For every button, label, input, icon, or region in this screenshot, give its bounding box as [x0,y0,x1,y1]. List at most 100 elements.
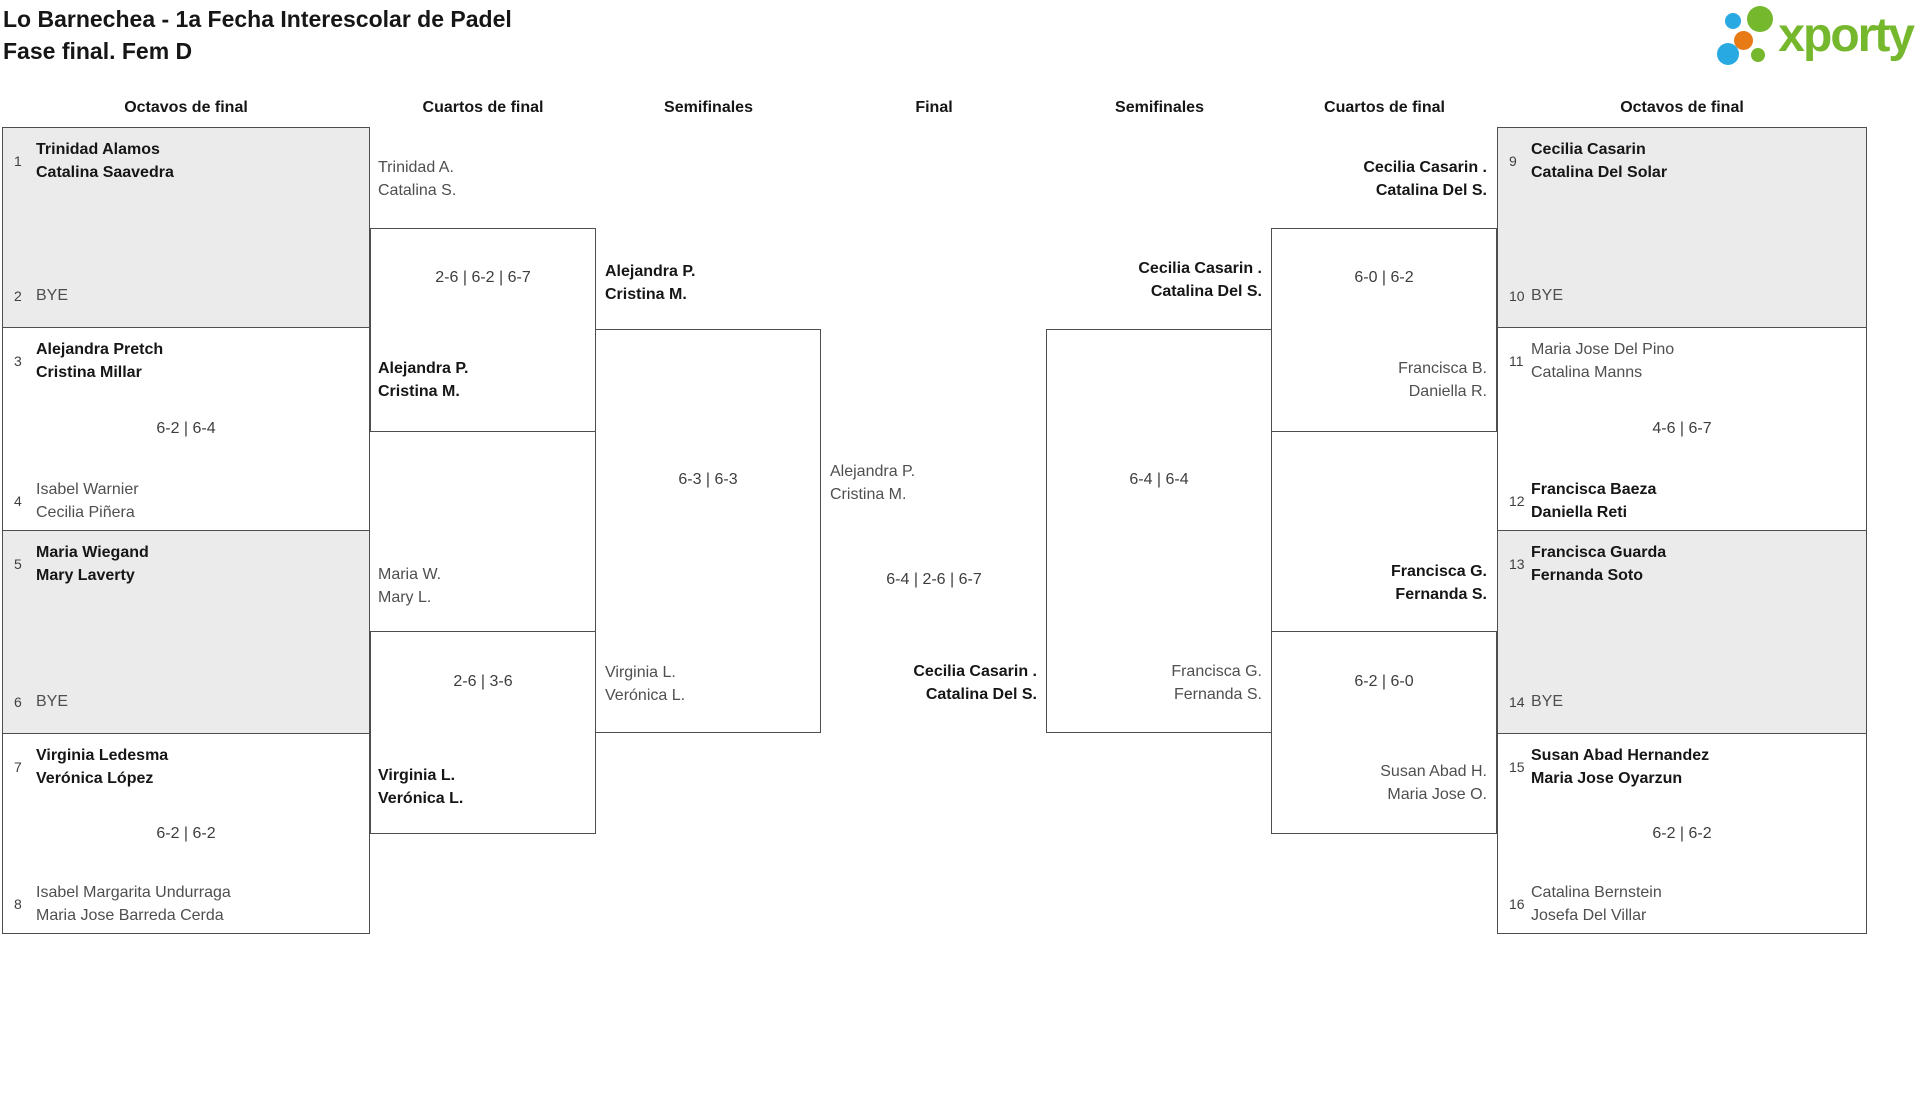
xporty-logo-text: xporty [1778,9,1915,62]
seed-number: 5 [14,556,22,572]
advancing-team-label: Susan Abad H. Maria Jose O. [1380,760,1487,806]
advancing-team-label: Cecilia Casarin . Catalina Del S. [1138,257,1262,303]
team-abbrev: Catalina S. [378,182,457,199]
match-score: 2-6 | 6-2 | 6-7 [435,269,531,286]
team-abbrev: Catalina Del S. [1375,182,1487,199]
seed-number: 16 [1509,896,1525,912]
team-abbrev: Mary L. [378,589,432,606]
advancing-team-label: Alejandra P. Cristina M. [605,260,695,306]
match-box-semifinal-left [595,329,821,733]
seed-number: 3 [14,353,22,369]
match-box-cuartos-right-1 [1271,228,1497,432]
player-name: Cecilia Casarin [1531,141,1646,158]
team-abbrev: Cristina M. [378,383,460,400]
seed-number: 12 [1509,493,1525,509]
seed-number: 2 [14,287,22,304]
advancing-team-label: Francisca B.Daniella R. [1398,357,1487,403]
match-score: 6-0 | 6-2 [1354,269,1414,286]
seed-number: 10 [1509,287,1525,304]
player-name: Fernanda Soto [1531,567,1644,584]
advancing-team-label: Virginia L.Verónica L. [378,764,463,810]
xporty-logo[interactable]: xporty [1709,6,1915,66]
team-abbrev: Alejandra P. [378,360,469,377]
team-abbrev: Alejandra P. [605,263,696,280]
seed-number: 1 [14,153,22,169]
team-row: 2 BYE [14,284,361,307]
player-name: Catalina Manns [1531,364,1643,381]
round-header-octavos-right: Octavos de final [1620,99,1744,116]
advancing-team-label: Francisca G.Fernanda S. [1391,560,1487,606]
team-abbrev: Cecilia Casarin . [1363,159,1487,176]
player-name: Cristina Millar [36,364,142,381]
player-name: Francisca Baeza [1531,481,1657,498]
player-name: Francisca Guarda [1531,544,1667,561]
team-abbrev: Francisca B. [1398,360,1487,377]
round-header-cuartos-left: Cuartos de final [422,99,544,116]
player-name: Susan Abad Hernandez [1531,747,1710,764]
player-name: Maria Wiegand [36,544,149,561]
bye-label: BYE [1531,693,1564,710]
team-abbrev: Cecilia Casarin . [1138,260,1262,277]
match-score: 6-2 | 6-2 [156,824,216,842]
logo-dot-orange [1734,31,1754,50]
team-abbrev: Francisca G. [1390,563,1487,580]
player-name: Catalina Bernstein [1531,884,1662,901]
player-name: Daniella Reti [1531,504,1628,521]
team-abbrev: Trinidad A. [378,159,454,176]
page-title-line1: Lo Barnechea - 1a Fecha Interescolar de … [3,6,512,32]
round-header-cuartos-right: Cuartos de final [1324,99,1445,116]
player-name: Verónica López [36,770,154,787]
final-score: 6-4 | 2-6 | 6-7 [886,571,982,588]
match-box-semifinal-right [1046,329,1272,733]
page-title-line2: Fase final. Fem D [3,38,193,64]
player-name: Alejandra Pretch [36,341,164,358]
seed-number: 11 [1509,353,1524,369]
finalist-team-label: Alejandra P.Cristina M. [830,460,915,506]
seed-number: 4 [14,493,22,509]
team-row: 14 BYE [1509,690,1858,713]
seed-number: 9 [1509,153,1517,169]
player-name: Catalina Del Solar [1531,164,1668,181]
advancing-team-label: Maria W. Mary L. [378,563,441,609]
champion-team-label: Cecilia Casarin .Catalina Del S. [913,660,1037,706]
player-name: Josefa Del Villar [1531,907,1647,924]
team-abbrev: Susan Abad H. [1380,763,1487,780]
match-score: 2-6 | 3-6 [453,673,513,690]
team-abbrev: Verónica L. [378,790,464,807]
match-score: 4-6 | 6-7 [1652,420,1712,437]
player-name: Cecilia Piñera [36,504,135,521]
bye-label: BYE [36,693,69,710]
advancing-team-label: Cecilia Casarin . Catalina Del S. [1363,156,1487,202]
match-score: 6-2 | 6-2 [1652,824,1712,842]
bye-label: BYE [36,287,69,304]
team-abbrev: Cristina M. [605,286,687,303]
team-abbrev: Maria Jose O. [1387,786,1487,803]
team-abbrev: Catalina Del S. [1150,283,1262,300]
round-header-semifinales-right: Semifinales [1115,99,1204,116]
seed-number: 13 [1509,556,1525,572]
logo-dot-green-small [1751,48,1766,62]
player-name: Maria Jose Oyarzun [1531,770,1683,787]
team-abbrev: Maria W. [378,566,442,583]
match-score: 6-3 | 6-3 [678,471,738,488]
advancing-team-label: Alejandra P. Cristina M. [378,357,468,403]
player-name: Mary Laverty [36,567,135,584]
match-score: 6-2 | 6-4 [156,420,216,437]
advancing-team-label: Francisca G.Fernanda S. [1171,660,1262,706]
seed-number: 14 [1509,693,1525,710]
